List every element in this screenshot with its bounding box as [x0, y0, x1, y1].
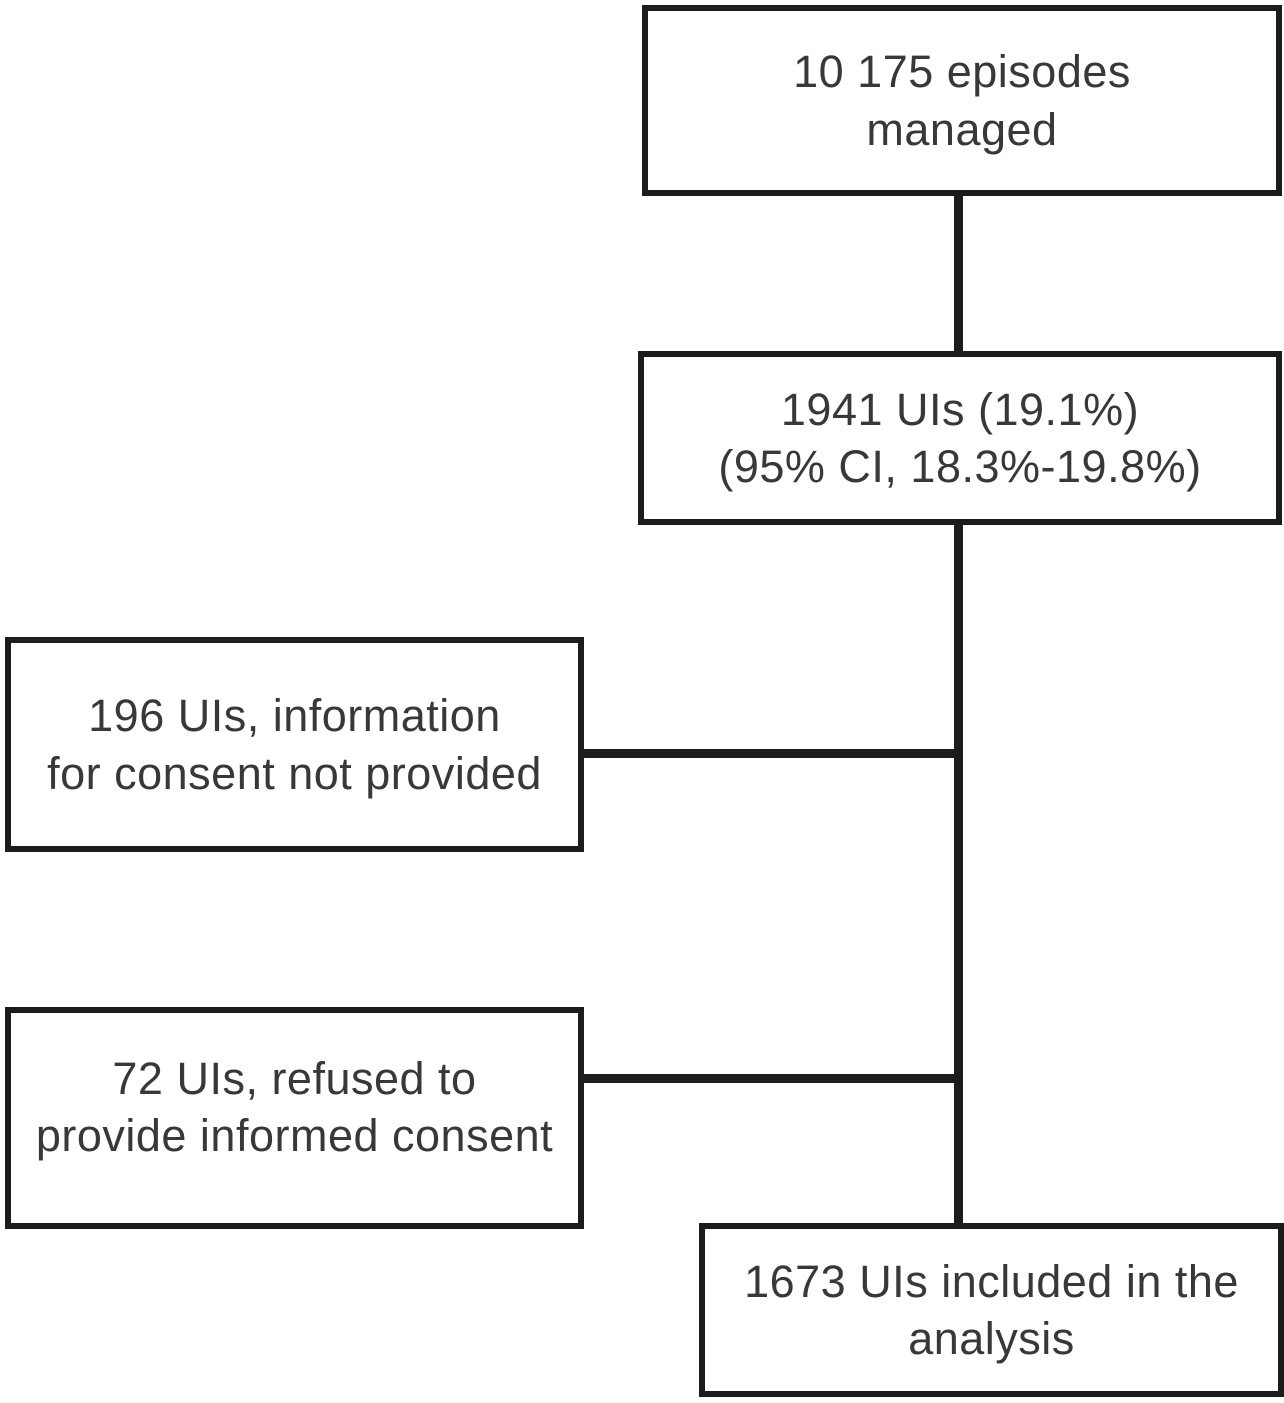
node-refused-consent-label: 72 UIs, refused to provide informed cons… [35, 1052, 554, 1161]
node-consent-info-not-provided: 196 UIs, information for consent not pro… [5, 637, 584, 852]
node-refused-consent: 72 UIs, refused to provide informed cons… [5, 1007, 584, 1229]
connector-episodes-to-uis [954, 194, 963, 354]
connector-refused-consent-branch [582, 1074, 956, 1083]
node-included-in-analysis-label: 1673 UIs included in the analysis [744, 1255, 1239, 1364]
connector-uis-to-included [954, 522, 963, 1226]
node-uis-total-label: 1941 UIs (19.1%) (95% CI, 18.3%-19.8%) [718, 383, 1202, 492]
node-consent-info-not-provided-label: 196 UIs, information for consent not pro… [47, 690, 542, 799]
node-episodes-managed-label: 10 175 episodes managed [793, 46, 1131, 155]
connector-consent-info-branch [582, 749, 956, 758]
node-included-in-analysis: 1673 UIs included in the analysis [699, 1223, 1284, 1397]
node-episodes-managed: 10 175 episodes managed [642, 5, 1282, 196]
node-uis-total: 1941 UIs (19.1%) (95% CI, 18.3%-19.8%) [638, 351, 1282, 525]
